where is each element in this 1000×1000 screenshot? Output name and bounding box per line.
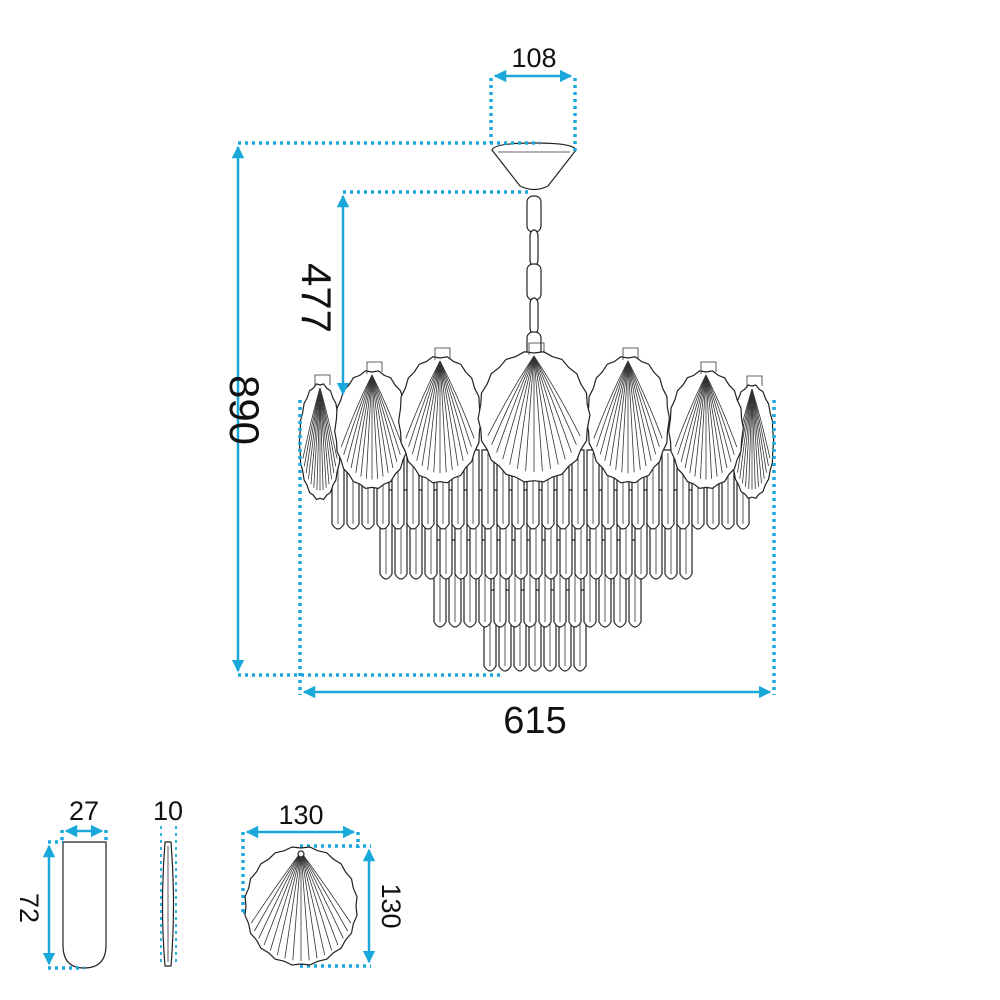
dimension-lines — [231, 69, 776, 699]
crystal-rod-detail — [42, 824, 108, 970]
dimension-label-shell-width: 130 — [278, 800, 323, 830]
shell-crystal — [397, 347, 483, 484]
dimension-label-total-height: 890 — [221, 375, 268, 445]
crystal-rod-side-detail — [160, 826, 177, 967]
dimension-label-rod-width: 27 — [69, 796, 99, 826]
shell-crystal — [477, 342, 591, 483]
dimension-label-rod-height: 72 — [14, 893, 44, 923]
ceiling-canopy — [491, 142, 577, 191]
dimension-label-body-width: 615 — [503, 700, 566, 742]
shell-crystal — [334, 361, 410, 490]
shell-crystal — [298, 374, 342, 501]
shell-crystal-detail — [241, 825, 376, 968]
dimension-label-canopy-width: 108 — [511, 43, 556, 73]
shell-crystal — [668, 361, 744, 490]
crystal-rods — [331, 449, 750, 672]
chain-link — [529, 297, 539, 335]
dimension-label-rod-thickness: 10 — [153, 796, 183, 826]
dimension-label-shell-height: 130 — [376, 883, 406, 928]
shell-crystals — [298, 342, 775, 501]
shell-crystal — [585, 347, 671, 484]
dimension-label-chain-length: 477 — [293, 263, 340, 333]
crystal-rod-front — [62, 841, 107, 969]
chandelier — [298, 142, 775, 672]
chain-link — [529, 229, 539, 267]
chain-link — [526, 195, 542, 233]
chain — [526, 195, 542, 369]
chain-link — [526, 263, 542, 301]
